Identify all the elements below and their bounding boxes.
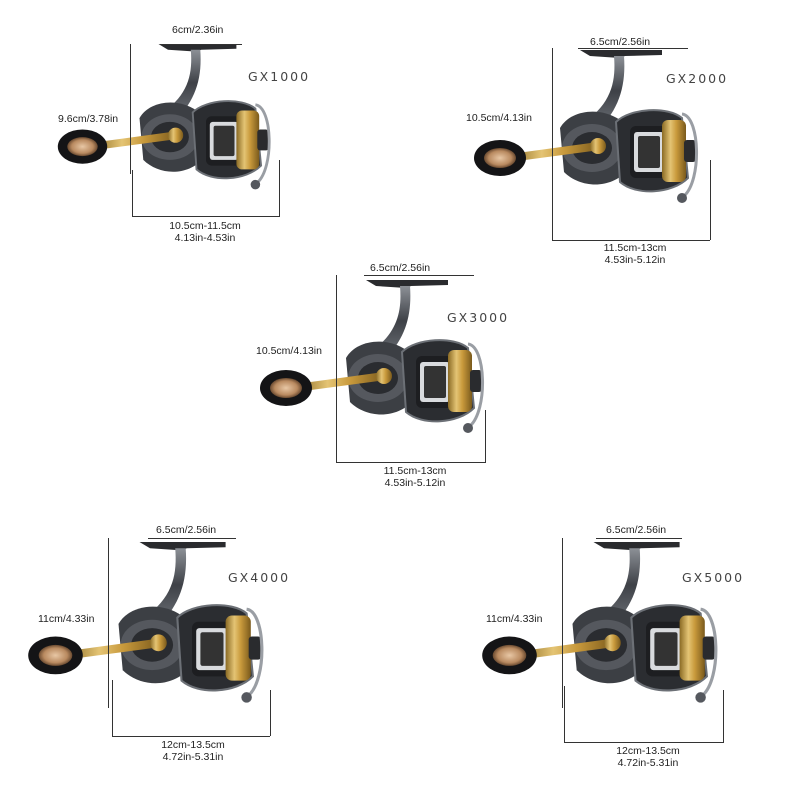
length-label: 12cm-13.5cm 4.72in-5.31in bbox=[143, 739, 243, 763]
length-tick bbox=[336, 415, 337, 462]
length-line bbox=[112, 736, 270, 737]
reel-panel-gx3000: 6.5cm/2.56in 10.5cm/4.13in 11.5cm-13cm 4… bbox=[200, 260, 600, 500]
model-label: GX3000 bbox=[447, 310, 510, 325]
height-line bbox=[130, 44, 131, 174]
spool-width-line bbox=[364, 275, 474, 276]
length-in: 4.72in-5.31in bbox=[162, 751, 224, 763]
length-line bbox=[552, 240, 710, 241]
length-cm: 10.5cm-11.5cm bbox=[169, 220, 241, 232]
reel-panel-gx2000: 6.5cm/2.56in 10.5cm/4.13in 11.5cm-13cm 4… bbox=[400, 0, 800, 270]
height-label: 11cm/4.33in bbox=[38, 613, 95, 625]
length-tick bbox=[112, 680, 113, 736]
model-label: GX2000 bbox=[666, 71, 729, 86]
length-tick bbox=[270, 690, 271, 736]
reel-image bbox=[258, 278, 485, 435]
length-label: 12cm-13.5cm 4.72in-5.31in bbox=[598, 745, 698, 769]
length-tick bbox=[485, 410, 486, 462]
length-label: 11.5cm-13cm 4.53in-5.12in bbox=[585, 242, 685, 266]
length-in: 4.53in-5.12in bbox=[384, 477, 446, 489]
height-label: 10.5cm/4.13in bbox=[256, 345, 322, 357]
length-line bbox=[336, 462, 486, 463]
length-tick bbox=[710, 160, 711, 240]
spool-width-line bbox=[596, 538, 682, 539]
length-tick bbox=[132, 170, 133, 216]
length-in: 4.53in-5.12in bbox=[604, 254, 666, 266]
spool-width-label: 6cm/2.36in bbox=[172, 24, 224, 36]
spool-width-label: 6.5cm/2.56in bbox=[590, 36, 651, 48]
spool-width-label: 6.5cm/2.56in bbox=[370, 262, 431, 274]
spool-width-line bbox=[148, 538, 236, 539]
length-tick bbox=[564, 686, 565, 742]
length-tick bbox=[723, 690, 724, 742]
model-label: GX5000 bbox=[682, 570, 745, 585]
height-line bbox=[562, 538, 563, 708]
model-label: GX4000 bbox=[228, 570, 291, 585]
reel-panel-gx4000: 6.5cm/2.56in 11cm/4.33in 12cm-13.5cm 4.7… bbox=[0, 510, 400, 800]
length-tick bbox=[552, 190, 553, 240]
length-label: 11.5cm-13cm 4.53in-5.12in bbox=[365, 465, 465, 489]
length-tick bbox=[279, 160, 280, 216]
model-label: GX1000 bbox=[248, 69, 311, 84]
spool-width-label: 6.5cm/2.56in bbox=[156, 524, 217, 536]
spool-width-label: 6.5cm/2.56in bbox=[606, 524, 667, 536]
length-in: 4.13in-4.53in bbox=[174, 232, 236, 244]
height-label: 9.6cm/3.78in bbox=[58, 113, 119, 125]
length-line bbox=[132, 216, 280, 217]
length-cm: 11.5cm-13cm bbox=[383, 465, 447, 477]
spool-width-line bbox=[578, 48, 688, 49]
spool-width-line bbox=[160, 44, 242, 45]
length-line bbox=[564, 742, 724, 743]
height-line bbox=[108, 538, 109, 708]
length-cm: 12cm-13.5cm bbox=[161, 739, 225, 751]
length-in: 4.72in-5.31in bbox=[617, 757, 679, 769]
height-label: 11cm/4.33in bbox=[486, 613, 543, 625]
height-line bbox=[336, 275, 337, 425]
reel-panel-gx1000: 6cm/2.36in 9.6cm/3.78in 10.5cm-11.5cm 4.… bbox=[0, 0, 400, 260]
length-cm: 11.5cm-13cm bbox=[603, 242, 667, 254]
reel-panel-gx5000: 6.5cm/2.56in 11cm/4.33in 12cm-13.5cm 4.7… bbox=[400, 510, 800, 800]
length-label: 10.5cm-11.5cm 4.13in-4.53in bbox=[155, 220, 255, 244]
height-line bbox=[552, 48, 553, 198]
length-cm: 12cm-13.5cm bbox=[616, 745, 680, 757]
height-label: 10.5cm/4.13in bbox=[466, 112, 532, 124]
